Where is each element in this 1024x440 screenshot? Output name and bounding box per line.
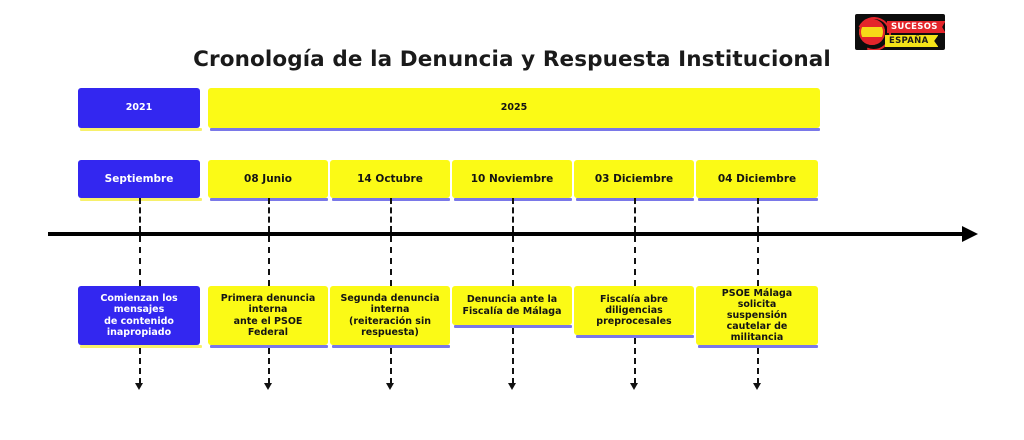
date-box-10-noviembre[interactable]: 10 Noviembre xyxy=(452,160,572,198)
connector-tail-arrow-1-icon xyxy=(264,383,272,390)
connector-upper-5 xyxy=(757,198,759,232)
event-box-5[interactable]: PSOE Málaga solicita suspensión cautelar… xyxy=(696,286,818,345)
connector-tail-arrow-3-icon xyxy=(508,383,516,390)
timeline-axis xyxy=(48,232,970,236)
connector-tail-0 xyxy=(139,348,141,384)
timeline-axis-arrow-icon xyxy=(962,226,978,242)
connector-tail-5 xyxy=(757,348,759,384)
connector-upper-0 xyxy=(139,198,141,232)
logo-text-sucesos: SUCESOS xyxy=(887,21,945,33)
connector-tail-arrow-0-icon xyxy=(135,383,143,390)
year-box-2021[interactable]: 2021 xyxy=(78,88,200,128)
event-shadow-3 xyxy=(454,325,572,328)
event-shadow-0 xyxy=(80,345,202,348)
connector-upper-4 xyxy=(634,198,636,232)
date-box-08-junio[interactable]: 08 Junio xyxy=(208,160,328,198)
date-box-14-octubre[interactable]: 14 Octubre xyxy=(330,160,450,198)
event-shadow-5 xyxy=(698,345,818,348)
page-title: Cronología de la Denuncia y Respuesta In… xyxy=(193,47,831,72)
connector-mid-3 xyxy=(512,236,514,286)
event-box-4[interactable]: Fiscalía abre diligencias preprocesales xyxy=(574,286,694,335)
year-shadow-2021 xyxy=(80,128,202,131)
event-box-2[interactable]: Segunda denuncia interna (reiteración si… xyxy=(330,286,450,345)
event-box-1[interactable]: Primera denuncia interna ante el PSOE Fe… xyxy=(208,286,328,345)
connector-tail-4 xyxy=(634,338,636,384)
connector-mid-4 xyxy=(634,236,636,286)
connector-tail-1 xyxy=(268,348,270,384)
connector-upper-3 xyxy=(512,198,514,232)
sucesos-espana-logo: SUCESOS ESPAÑA xyxy=(855,14,945,50)
event-shadow-1 xyxy=(210,345,328,348)
connector-mid-5 xyxy=(757,236,759,286)
logo-text-espana: ESPAÑA xyxy=(885,35,939,47)
connector-mid-1 xyxy=(268,236,270,286)
connector-tail-arrow-4-icon xyxy=(630,383,638,390)
date-box-04-diciembre[interactable]: 04 Diciembre xyxy=(696,160,818,198)
spanish-flag-icon xyxy=(859,19,885,45)
connector-tail-arrow-2-icon xyxy=(386,383,394,390)
year-box-2025[interactable]: 2025 xyxy=(208,88,820,128)
year-shadow-2025 xyxy=(210,128,820,131)
connector-tail-2 xyxy=(390,348,392,384)
connector-upper-2 xyxy=(390,198,392,232)
event-box-0[interactable]: Comienzan los mensajes de contenido inap… xyxy=(78,286,200,345)
event-shadow-2 xyxy=(332,345,450,348)
date-box-septiembre[interactable]: Septiembre xyxy=(78,160,200,198)
connector-tail-arrow-5-icon xyxy=(753,383,761,390)
event-box-3[interactable]: Denuncia ante la Fiscalía de Málaga xyxy=(452,286,572,325)
event-shadow-4 xyxy=(576,335,694,338)
connector-mid-0 xyxy=(139,236,141,286)
connector-upper-1 xyxy=(268,198,270,232)
connector-mid-2 xyxy=(390,236,392,286)
date-shadow-0 xyxy=(80,198,202,201)
connector-tail-3 xyxy=(512,328,514,384)
date-box-03-diciembre[interactable]: 03 Diciembre xyxy=(574,160,694,198)
